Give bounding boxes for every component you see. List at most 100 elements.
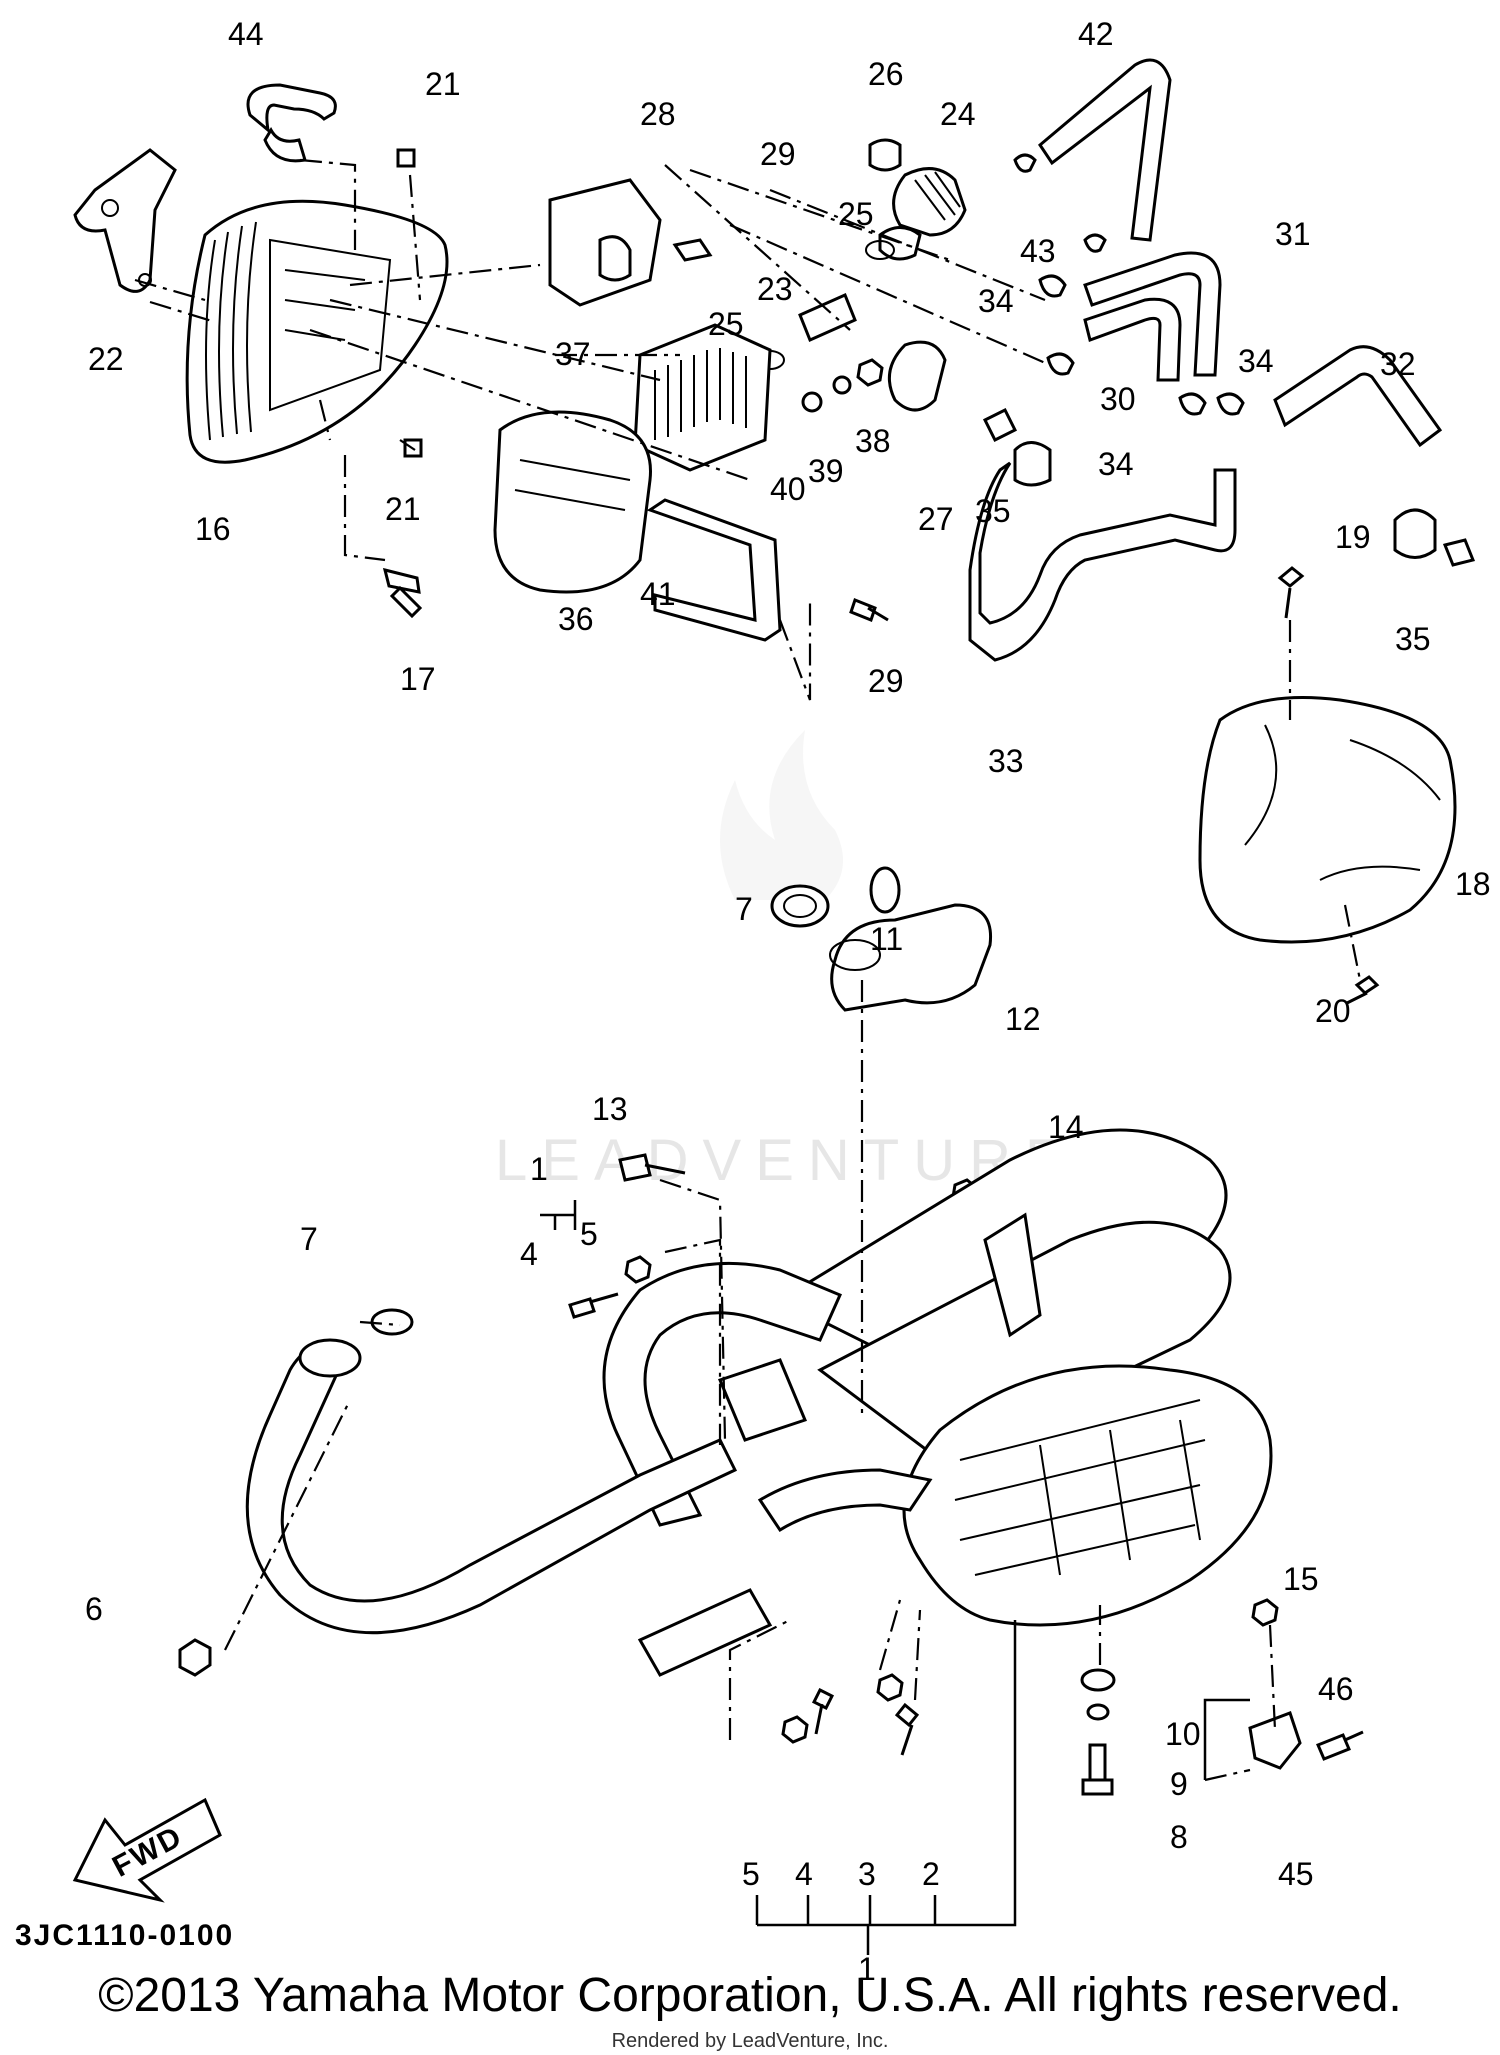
filter-37-pleats bbox=[654, 348, 747, 440]
rendered-by-notice: Rendered by LeadVenture, Inc. bbox=[611, 2030, 889, 2052]
callout-40: 40 bbox=[770, 471, 806, 507]
callout-4: 4 bbox=[520, 1236, 538, 1272]
callout-13: 13 bbox=[592, 1091, 628, 1127]
callout-14: 14 bbox=[1048, 1109, 1084, 1145]
hose-23 bbox=[798, 292, 857, 343]
fwd-arrow: FWD bbox=[72, 1797, 222, 1903]
callout-5: 5 bbox=[742, 1856, 760, 1892]
pipe-33 bbox=[968, 461, 1237, 662]
bracket-22 bbox=[73, 148, 177, 293]
heat-shield bbox=[983, 1212, 1042, 1338]
elbow-27 bbox=[887, 340, 947, 412]
grommet-35-left bbox=[982, 407, 1018, 443]
callout-23: 23 bbox=[757, 271, 793, 307]
callout-32: 32 bbox=[1380, 346, 1416, 382]
callout-7: 7 bbox=[300, 1221, 318, 1257]
clamp-44 bbox=[263, 126, 307, 163]
callout-20: 20 bbox=[1315, 993, 1351, 1029]
clamp-34-d bbox=[1216, 392, 1245, 416]
bolt-8 bbox=[1081, 1743, 1114, 1796]
cover-18-detail bbox=[1244, 724, 1441, 881]
nut-15 bbox=[1251, 1598, 1279, 1627]
callout-2: 2 bbox=[922, 1856, 940, 1892]
gasket-7-top-inner bbox=[783, 894, 817, 918]
connector-33 bbox=[1013, 441, 1052, 487]
bolt-2 bbox=[894, 1702, 920, 1756]
cover-36 bbox=[493, 410, 652, 594]
callout-31: 31 bbox=[1275, 216, 1311, 252]
callout-12: 12 bbox=[1005, 1001, 1041, 1037]
nut-5-lower bbox=[781, 1715, 809, 1744]
hose-42 bbox=[1038, 58, 1172, 242]
cover-36-ribs bbox=[514, 459, 631, 511]
clamp-34-c bbox=[1178, 392, 1207, 416]
callouts: 44 21 22 16 21 17 28 29 26 24 42 25 23 2… bbox=[85, 16, 1491, 1987]
callout-24: 24 bbox=[940, 96, 976, 132]
grommet-35-right bbox=[1442, 538, 1476, 567]
gasket-7-top bbox=[770, 884, 830, 928]
gasket-7-lower bbox=[370, 1308, 414, 1336]
callout-22: 22 bbox=[88, 341, 124, 377]
bracket-hole bbox=[101, 199, 119, 217]
callout-16: 16 bbox=[195, 511, 231, 547]
callout-29: 29 bbox=[868, 663, 904, 699]
lower-guide-lines bbox=[224, 980, 1277, 1955]
nut-21-top bbox=[396, 148, 416, 168]
callout-10: 10 bbox=[1165, 1716, 1201, 1752]
callout-34: 34 bbox=[1098, 446, 1134, 482]
bolt-4-upper bbox=[568, 1292, 619, 1319]
callout-1: 1 bbox=[530, 1151, 548, 1187]
callout-37: 37 bbox=[555, 336, 591, 372]
bolt-17 bbox=[382, 567, 423, 619]
nut-5-upper bbox=[624, 1255, 652, 1284]
callout-11: 11 bbox=[870, 921, 903, 957]
washer-10 bbox=[1080, 1668, 1116, 1692]
callout-44: 44 bbox=[228, 16, 264, 52]
callout-43: 43 bbox=[1020, 233, 1056, 269]
callout-30: 30 bbox=[1100, 381, 1136, 417]
callout-34: 34 bbox=[978, 283, 1014, 319]
case-fins bbox=[205, 221, 257, 441]
callout-21: 21 bbox=[385, 491, 421, 527]
bolt-13 bbox=[618, 1153, 686, 1182]
callout-6: 6 bbox=[85, 1591, 103, 1627]
callout-25: 25 bbox=[838, 196, 874, 232]
bracket-45 bbox=[1248, 1711, 1302, 1770]
hose-31 bbox=[1083, 251, 1222, 377]
clamp-34-a bbox=[1038, 274, 1067, 298]
exhaust-clamp bbox=[717, 1358, 808, 1442]
callout-3: 3 bbox=[858, 1856, 876, 1892]
joint-12 bbox=[830, 903, 993, 1012]
joint-12-flange bbox=[829, 939, 881, 971]
washer-9 bbox=[1086, 1703, 1110, 1721]
hose-30 bbox=[1083, 297, 1182, 382]
callout-38: 38 bbox=[855, 423, 891, 459]
callout-33: 33 bbox=[988, 743, 1024, 779]
nut-38 bbox=[856, 358, 884, 387]
screw-29 bbox=[672, 238, 713, 262]
muffler-rear-lower bbox=[817, 1220, 1232, 1462]
callout-45: 45 bbox=[1278, 1856, 1314, 1892]
callout-29: 29 bbox=[760, 136, 796, 172]
hose-44 bbox=[246, 83, 337, 134]
screw-29-lower bbox=[849, 598, 889, 622]
sensor-24 bbox=[892, 167, 967, 237]
pipe-cross bbox=[757, 1468, 933, 1533]
screw-20 bbox=[1346, 975, 1380, 1005]
washer-39 bbox=[832, 375, 852, 395]
upper-guide-lines bbox=[134, 158, 1362, 981]
watermark-logo bbox=[720, 730, 843, 900]
callout-41: 41 bbox=[640, 576, 676, 612]
callout-26: 26 bbox=[868, 56, 904, 92]
copyright-notice: ©2013 Yamaha Motor Corporation, U.S.A. A… bbox=[98, 1969, 1402, 2022]
callout-34: 34 bbox=[1238, 343, 1274, 379]
exhaust-header-loop bbox=[602, 1261, 842, 1527]
o-ring-25-top bbox=[865, 240, 895, 260]
callout-39: 39 bbox=[808, 453, 844, 489]
callout-1: 1 bbox=[858, 1951, 876, 1987]
clip-43-top bbox=[1013, 153, 1037, 173]
bolt-4-lower bbox=[811, 1687, 835, 1735]
callout-35: 35 bbox=[1395, 621, 1431, 657]
callout-25: 25 bbox=[708, 306, 744, 342]
